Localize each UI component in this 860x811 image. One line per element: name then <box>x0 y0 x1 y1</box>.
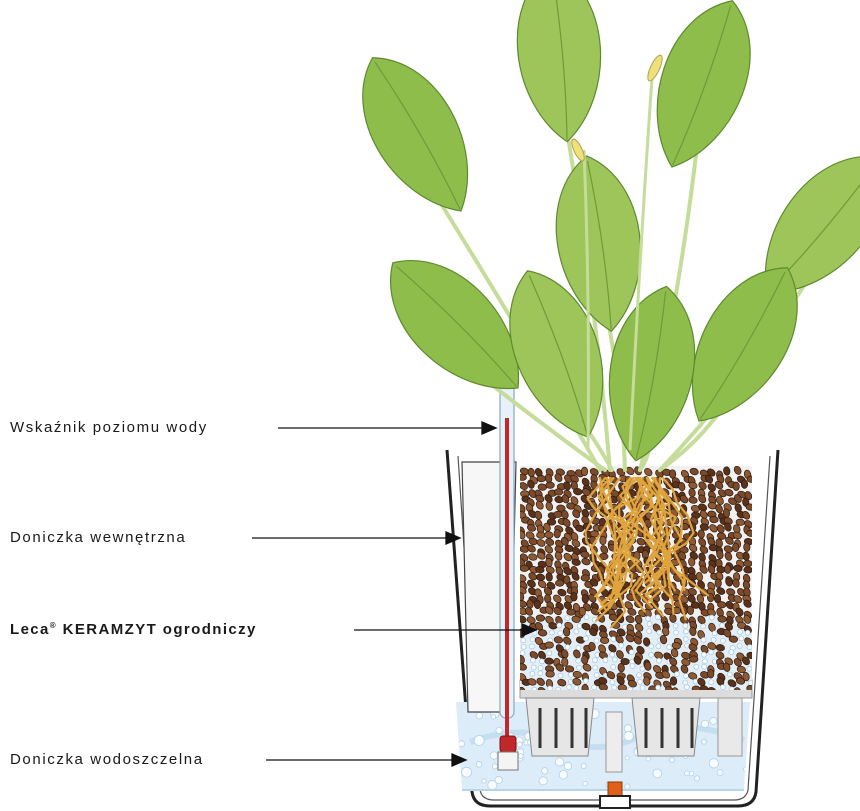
leca-product: KERAMZYT ogrodniczy <box>63 621 257 638</box>
water-level-indicator <box>462 378 518 770</box>
registered-mark: ® <box>50 621 57 630</box>
label-watertight-pot: Doniczka wodoszczelna <box>10 751 204 768</box>
label-leca-clay: Leca® KERAMZYT ogrodniczy <box>10 621 257 638</box>
leca-brand: Leca <box>10 621 50 638</box>
label-water-level-indicator: Wskaźnik poziomu wody <box>10 419 208 436</box>
label-inner-pot: Doniczka wewnętrzna <box>10 529 186 546</box>
plant <box>337 0 860 470</box>
